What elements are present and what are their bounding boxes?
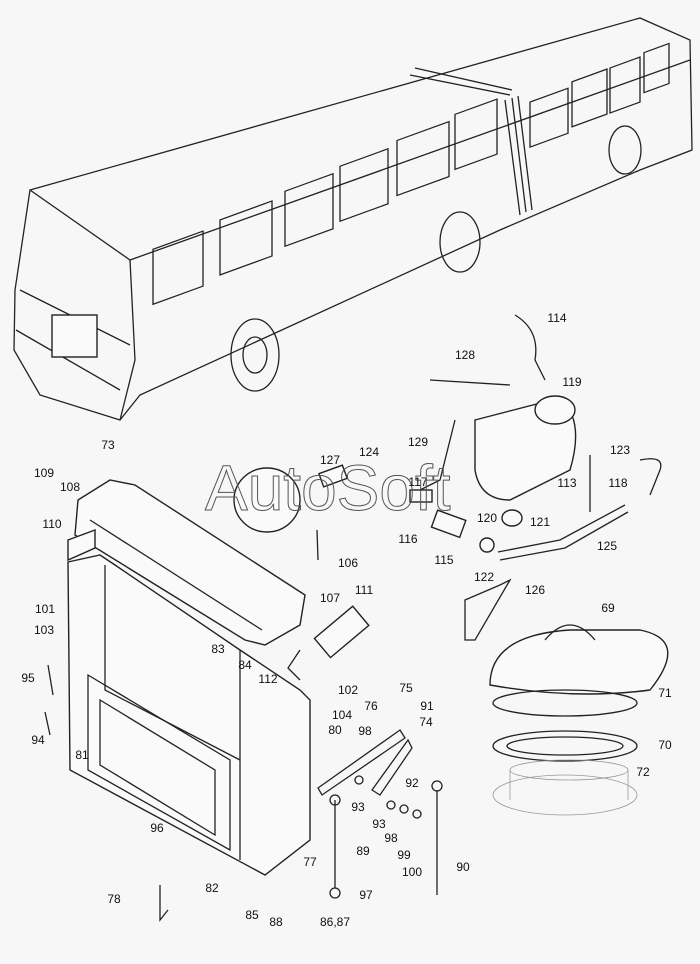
callout: 109	[34, 466, 54, 480]
callout: 69	[601, 601, 615, 615]
callout: 101	[35, 602, 55, 616]
callout: 108	[60, 480, 80, 494]
callout: 84	[238, 658, 252, 672]
coolant-pipes-and-parts	[233, 314, 662, 681]
callout: 75	[399, 681, 413, 695]
callout: 98	[358, 724, 372, 738]
callout: 121	[530, 515, 550, 529]
callout: 127	[320, 453, 340, 467]
callout: 95	[21, 671, 35, 685]
callout: 118	[608, 476, 627, 490]
callout: 104	[332, 708, 352, 722]
callout: 74	[419, 715, 433, 729]
callout: 81	[75, 748, 89, 762]
callout: 100	[402, 865, 422, 879]
callout: 92	[405, 776, 419, 790]
watermark: AutoSoft	[205, 452, 451, 524]
callout: 129	[408, 435, 428, 449]
callout: 76	[364, 699, 378, 713]
callout: 119	[562, 375, 581, 389]
callout: 122	[474, 570, 494, 584]
callout: 103	[34, 623, 54, 637]
callout: 72	[636, 765, 650, 779]
callout: 102	[338, 683, 358, 697]
callout: 97	[359, 888, 373, 902]
callout: 78	[107, 892, 121, 906]
callout: 80	[328, 723, 342, 737]
callout: 107	[320, 591, 340, 605]
callout: 123	[610, 443, 630, 457]
callout: 93	[351, 800, 365, 814]
heater-housing	[67, 479, 311, 876]
callout: 113	[557, 476, 576, 490]
callout: 128	[455, 348, 475, 362]
callout: 71	[658, 686, 672, 700]
callout: 70	[658, 738, 672, 752]
articulated-bus-illustration	[13, 17, 693, 421]
callout: 89	[356, 844, 370, 858]
callout: 112	[258, 672, 277, 686]
callout: 77	[303, 855, 317, 869]
callout: 125	[597, 539, 617, 553]
callout: 83	[211, 642, 225, 656]
callout: 91	[420, 699, 434, 713]
callout: 106	[338, 556, 358, 570]
callout: 111	[355, 583, 374, 597]
callout: 117	[408, 475, 427, 489]
callout: 94	[31, 733, 45, 747]
callout: 96	[150, 821, 164, 835]
callout: 115	[434, 553, 453, 567]
callout: 120	[477, 511, 497, 525]
callout: 99	[397, 848, 411, 862]
callout: 98	[384, 831, 398, 845]
control-linkages	[44, 664, 443, 922]
callout: 93	[372, 817, 386, 831]
callout: 85	[245, 908, 259, 922]
roof-vent-assembly	[489, 624, 669, 816]
callout: 124	[359, 445, 379, 459]
callout: 73	[101, 438, 115, 452]
callout: 110	[42, 517, 61, 531]
callout: 82	[205, 881, 219, 895]
part-callouts: 114 128 119 129 123 127 124 117 113 118 …	[21, 311, 672, 929]
callout: 114	[547, 311, 566, 325]
callout: 126	[525, 583, 545, 597]
heater-location-marker	[51, 314, 98, 358]
callout: 88	[269, 915, 283, 929]
callout: 116	[398, 532, 417, 546]
callout: 90	[456, 860, 470, 874]
callout: 86,87	[320, 915, 350, 929]
